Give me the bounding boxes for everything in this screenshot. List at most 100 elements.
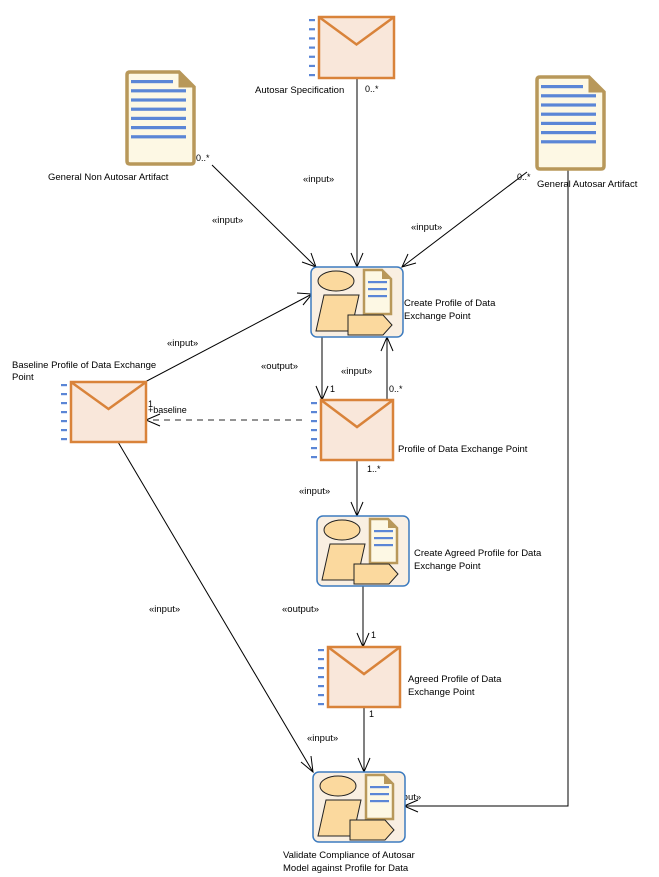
task-document-line <box>370 800 389 803</box>
document-line <box>131 80 173 84</box>
artifact-baseline-profile[interactable] <box>61 380 148 444</box>
port-tick <box>311 420 317 423</box>
multiplicity-label: 0..* <box>517 172 531 182</box>
task-document-line <box>374 537 393 540</box>
stereotype-label: «input» <box>167 338 198 349</box>
port-tick <box>309 19 315 22</box>
port-tick <box>61 384 67 387</box>
document-line <box>541 131 596 135</box>
port-tick <box>309 55 315 58</box>
port-tick <box>309 74 315 77</box>
edge-autosar-artifact-to-validate[interactable] <box>402 168 569 813</box>
port-tick <box>309 46 315 49</box>
port-tick <box>318 676 324 679</box>
port-tick <box>318 658 324 661</box>
task-document-line <box>368 288 387 291</box>
artifact-profile-of-data-exchange-point[interactable] <box>311 398 395 462</box>
artifact-label-baseline-profile: Point <box>12 372 34 383</box>
artifact-label-agreed-profile: Exchange Point <box>408 687 475 698</box>
multiplicity-label: 0..* <box>365 84 379 94</box>
guidance-icon <box>347 314 393 336</box>
envelope-flap <box>327 646 401 676</box>
stereotype-label: «input» <box>411 222 442 233</box>
stereotype-label: «input» <box>299 486 330 497</box>
port-tick <box>311 438 317 441</box>
role-head-icon <box>319 775 357 797</box>
edge-create-agreed-to-agreed-profile[interactable] <box>356 585 370 649</box>
multiplicity-label: 0..* <box>389 384 403 394</box>
artifact-label-agreed-profile: Agreed Profile of Data <box>408 674 502 685</box>
task-document-fold <box>384 775 393 784</box>
task-label-create-agreed: Create Agreed Profile for Data <box>414 548 542 559</box>
port-tick <box>318 703 324 706</box>
port-tick <box>61 429 67 432</box>
artifact-label-autosar-specification: Autosar Specification <box>255 85 344 96</box>
artifact-general-non-autosar[interactable] <box>125 70 196 166</box>
stereotype-label: «input» <box>307 733 338 744</box>
document-line <box>541 112 596 116</box>
task-document-line <box>374 530 393 533</box>
document-line <box>541 103 596 107</box>
document-line <box>541 94 596 98</box>
port-tick <box>309 37 315 40</box>
task-label-validate: Model against Profile for Data <box>283 863 409 874</box>
nodes <box>61 15 606 843</box>
node-labels: Autosar Specification General Non Autosa… <box>12 85 638 874</box>
multiplicity-label: 1 <box>148 399 153 409</box>
document-line <box>541 140 596 144</box>
role-head-icon <box>317 270 355 292</box>
artifact-label-profile: Profile of Data Exchange Point <box>398 444 528 455</box>
edge-autosar-spec-to-create-profile[interactable] <box>350 78 364 269</box>
port-tick <box>61 420 67 423</box>
document-fold <box>178 70 196 88</box>
document-fold <box>588 75 606 93</box>
edge-create-profile-to-profile[interactable] <box>315 337 329 402</box>
stereotype-label: «output» <box>282 604 319 615</box>
stereotype-label: «output» <box>261 361 298 372</box>
port-tick <box>61 402 67 405</box>
role-label: +baseline <box>148 405 187 415</box>
task-document-line <box>368 295 387 298</box>
stereotype-label: «input» <box>212 215 243 226</box>
guidance-icon <box>353 563 399 585</box>
envelope-flap <box>318 15 395 46</box>
port-tick <box>61 411 67 414</box>
task-create-agreed-profile[interactable] <box>316 515 410 587</box>
artifact-label-general-autosar: General Autosar Artifact <box>537 179 638 190</box>
stereotype-label: «input» <box>149 604 180 615</box>
artifact-agreed-profile[interactable] <box>318 645 402 709</box>
document-line <box>131 116 186 120</box>
port-tick <box>311 456 317 459</box>
multiplicity-label: 1 <box>369 709 374 719</box>
multiplicities: 0..* 0..* 0..* 1 +baseline 1 0..* 1..* 1… <box>148 84 531 719</box>
task-label-create-agreed: Exchange Point <box>414 561 481 572</box>
document-line <box>131 89 186 93</box>
task-document-line <box>368 281 387 284</box>
task-document-line <box>374 544 393 547</box>
document-line <box>131 135 186 139</box>
edge-baseline-to-validate[interactable] <box>117 441 314 774</box>
role-head-icon <box>323 519 361 541</box>
artifact-label-baseline-profile: Baseline Profile of Data Exchange <box>12 360 156 371</box>
task-document-line <box>370 793 389 796</box>
port-tick <box>318 694 324 697</box>
edge-profile-to-baseline-dependency[interactable] <box>144 413 302 427</box>
stereotype-label: «input» <box>341 366 372 377</box>
task-create-profile[interactable] <box>310 266 404 338</box>
artifact-general-autosar[interactable] <box>535 75 606 171</box>
port-tick <box>318 649 324 652</box>
artifact-autosar-specification[interactable] <box>309 15 396 80</box>
edge-autosar-artifact-to-create-profile[interactable] <box>401 171 528 268</box>
document-line <box>541 121 596 125</box>
edge-profile-to-create-agreed[interactable] <box>350 460 364 518</box>
envelope-flap <box>320 399 394 429</box>
stereotype-label: «input» <box>303 174 334 185</box>
task-validate-compliance[interactable] <box>312 771 406 843</box>
envelope-flap <box>70 380 147 411</box>
task-label-create-profile: Create Profile of Data <box>404 298 496 309</box>
port-tick <box>311 411 317 414</box>
document-line <box>131 126 186 130</box>
port-tick <box>61 438 67 441</box>
task-document-line <box>370 786 389 789</box>
